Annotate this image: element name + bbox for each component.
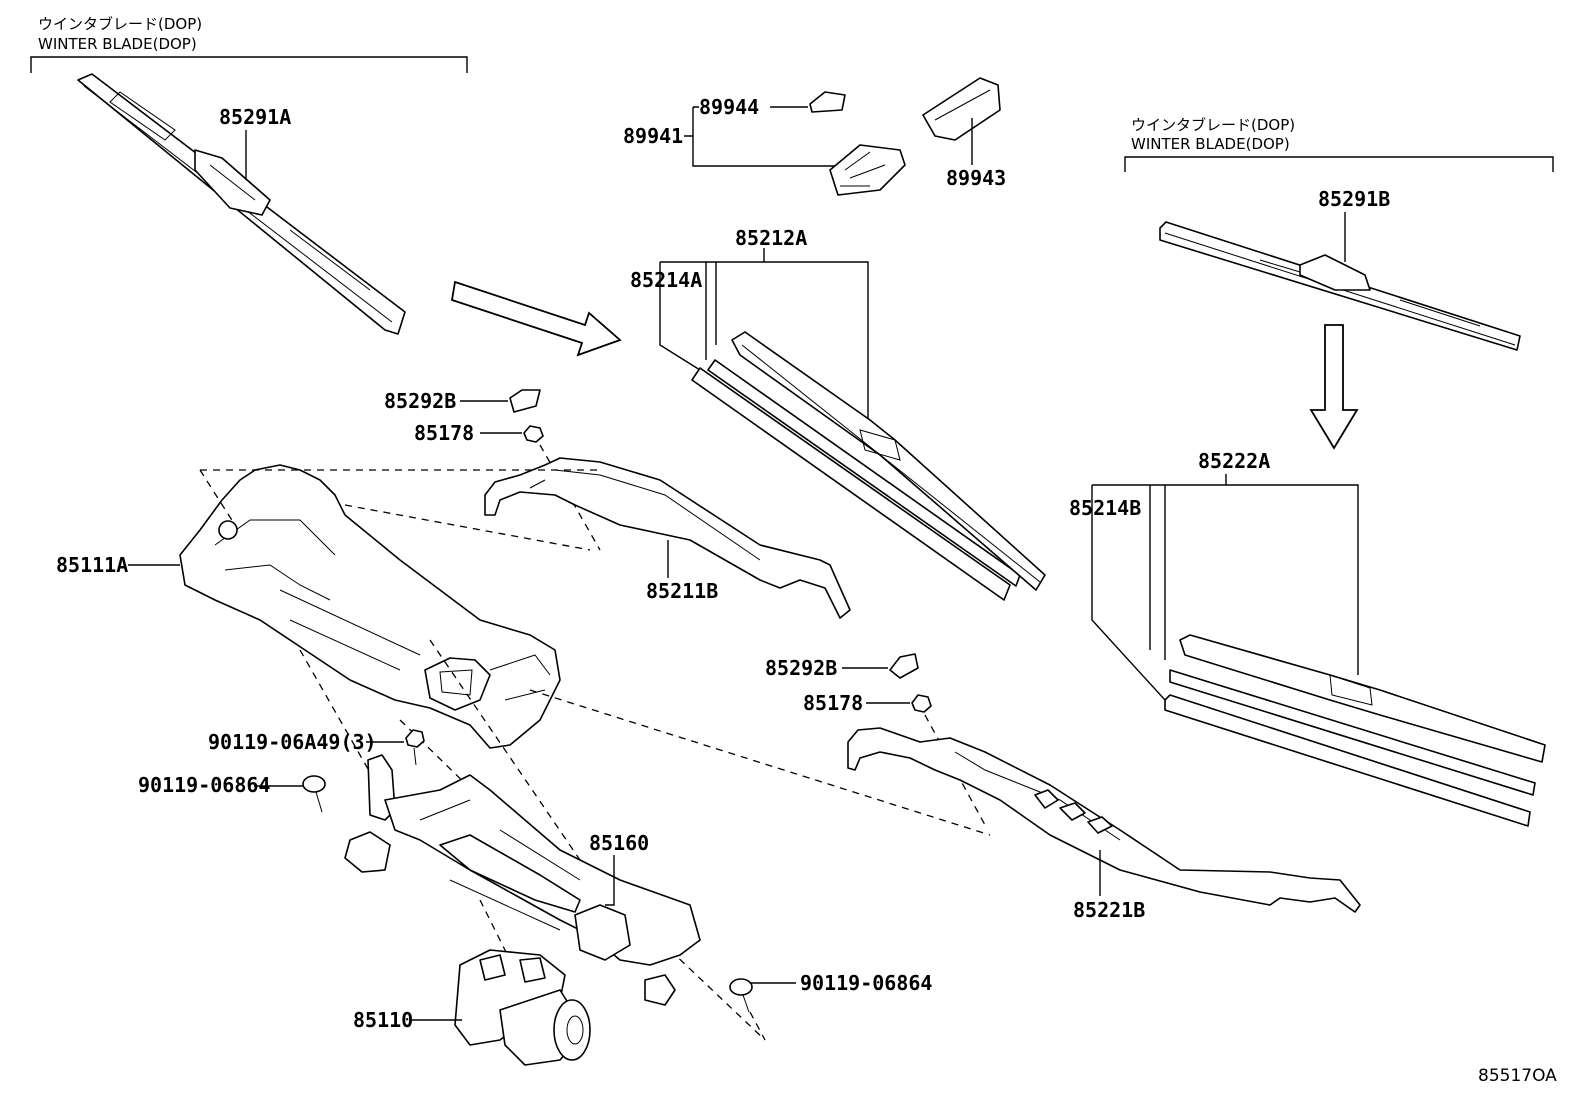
wiper-motor-85110 bbox=[454, 949, 591, 1066]
bolt-90119-06864-right bbox=[729, 978, 753, 1013]
winter-blade-right bbox=[1159, 221, 1521, 351]
cowl-panel-85111A bbox=[179, 464, 561, 749]
label-89943: 89943 bbox=[946, 166, 1006, 190]
diagram-code: 85517OA bbox=[1478, 1066, 1557, 1086]
label-85178-bottom: 85178 bbox=[803, 691, 863, 715]
header-left-en: WINTER BLADE(DOP) bbox=[38, 35, 197, 53]
part-89944 bbox=[809, 91, 846, 113]
label-85214A: 85214A bbox=[630, 268, 702, 292]
header-left-jp: ウインタブレード(DOP) bbox=[38, 15, 202, 33]
label-85110: 85110 bbox=[353, 1008, 413, 1032]
label-85291A: 85291A bbox=[219, 105, 291, 129]
winter-blade-left bbox=[77, 73, 406, 335]
bolt-90119-06864-left bbox=[302, 775, 326, 813]
label-85212A: 85212A bbox=[735, 226, 807, 250]
label-85211B: 85211B bbox=[646, 579, 718, 603]
wiper-arm-85221B bbox=[847, 727, 1361, 913]
wiper-blade-85212A bbox=[691, 331, 1046, 601]
header-right-jp: ウインタブレード(DOP) bbox=[1131, 116, 1295, 134]
label-85292B-bottom: 85292B bbox=[765, 656, 837, 680]
label-89941: 89941 bbox=[623, 124, 683, 148]
part-89943 bbox=[922, 77, 1001, 141]
label-85221B: 85221B bbox=[1073, 898, 1145, 922]
bracket-right bbox=[1124, 156, 1554, 172]
nut-85178-bottom bbox=[911, 694, 932, 713]
winter-blade-header-right: ウインタブレード(DOP) WINTER BLADE(DOP) bbox=[1124, 116, 1554, 172]
label-85111A: 85111A bbox=[56, 553, 128, 577]
arrow-down bbox=[1309, 324, 1359, 450]
nut-85178-top bbox=[523, 425, 544, 443]
winter-blade-header-left: ウインタブレード(DOP) WINTER BLADE(DOP) bbox=[30, 15, 468, 73]
label-90119-06864-right: 90119-06864 bbox=[800, 971, 932, 995]
wiper-arm-85211B bbox=[484, 457, 851, 619]
label-85222A: 85222A bbox=[1198, 449, 1270, 473]
label-85160: 85160 bbox=[589, 831, 649, 855]
arrow-right bbox=[450, 280, 622, 357]
label-89944: 89944 bbox=[699, 95, 759, 119]
wiper-blade-85222A bbox=[1164, 634, 1546, 827]
label-85178-top: 85178 bbox=[414, 421, 474, 445]
label-85291B: 85291B bbox=[1318, 187, 1390, 211]
label-90119-06864-left: 90119-06864 bbox=[138, 773, 270, 797]
cap-85292B-top bbox=[509, 389, 541, 413]
wiper-linkage-85160 bbox=[344, 754, 701, 1006]
cap-85292B-bottom bbox=[889, 653, 919, 679]
part-89941 bbox=[829, 144, 906, 196]
label-85292B-top: 85292B bbox=[384, 389, 456, 413]
header-right-en: WINTER BLADE(DOP) bbox=[1131, 135, 1290, 153]
label-85214B: 85214B bbox=[1069, 496, 1141, 520]
label-90119-06A49: 90119-06A49(3) bbox=[208, 730, 377, 754]
bracket-left bbox=[30, 56, 468, 73]
bolt-90119-06A49 bbox=[405, 729, 425, 766]
